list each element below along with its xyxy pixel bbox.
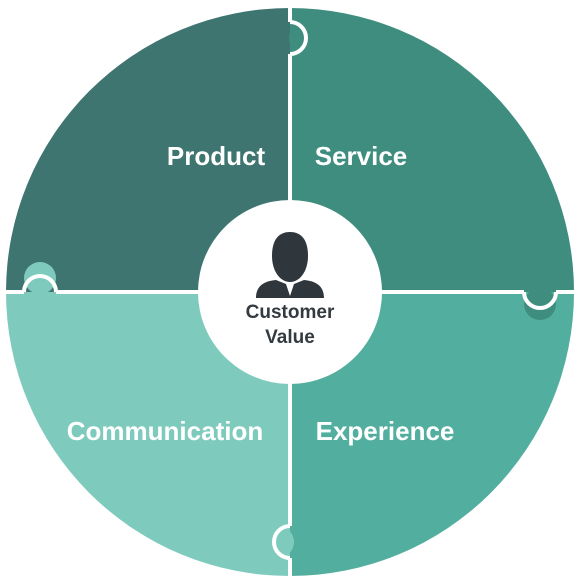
knob-top-outline	[289, 20, 308, 56]
segment-label-product: Product	[167, 141, 266, 171]
knob-bottom-outline	[272, 524, 291, 560]
puzzle-ring	[2, 4, 578, 580]
segment-product	[6, 8, 290, 292]
person-icon	[256, 232, 324, 298]
center-circle	[198, 200, 382, 384]
knob-right	[524, 288, 556, 320]
segment-communication	[6, 292, 290, 576]
segment-label-communication: Communication	[67, 416, 263, 446]
center-label-line1: Customer	[246, 302, 335, 323]
knob-right-outline	[522, 291, 558, 310]
segment-label-experience: Experience	[316, 416, 455, 446]
knob-bottom	[262, 526, 294, 558]
segment-label-service: Service	[315, 141, 408, 171]
segment-experience	[290, 292, 574, 576]
segment-service	[290, 8, 574, 292]
center-label-line2: Value	[265, 327, 315, 348]
center-hub: Customer Value	[198, 200, 382, 384]
knob-left-outline	[22, 274, 58, 293]
